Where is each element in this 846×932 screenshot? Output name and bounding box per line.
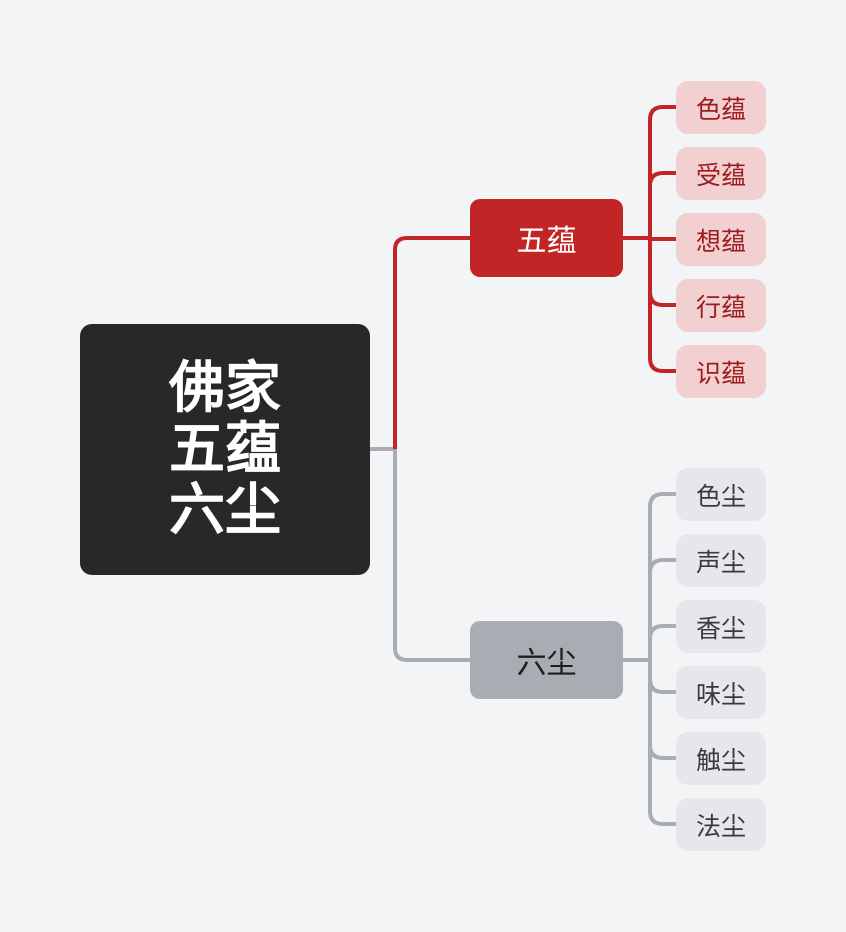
connector-wuyun-child-5 [648, 357, 676, 373]
leaf-label: 想蕴 [695, 226, 746, 256]
leaf-node-weichen[interactable]: 味尘 [676, 666, 766, 719]
root-node[interactable]: 佛家 五蕴 六尘 [80, 324, 370, 575]
connector-liuchen-child-1 [648, 492, 676, 508]
branch-node-liuchen[interactable]: 六尘 [470, 621, 623, 699]
root-line-3: 六尘 [169, 478, 281, 543]
leaf-node-xiangchen[interactable]: 香尘 [676, 600, 766, 653]
leaf-node-sechen[interactable]: 色尘 [676, 468, 766, 521]
leaf-node-chuchen[interactable]: 触尘 [676, 732, 766, 785]
connector-liuchen-child-6 [648, 810, 676, 826]
root-line-1: 佛家 [169, 356, 281, 421]
connector-wuyun-child-4 [648, 291, 676, 307]
leaf-label: 受蕴 [695, 160, 746, 190]
leaf-node-xiangyun[interactable]: 想蕴 [676, 213, 766, 266]
leaf-label: 色尘 [695, 481, 746, 511]
leaf-label: 味尘 [695, 679, 746, 709]
leaf-node-shengchen[interactable]: 声尘 [676, 534, 766, 587]
leaf-label: 触尘 [695, 745, 746, 775]
leaf-node-shiyun[interactable]: 识蕴 [676, 345, 766, 398]
branch-label: 六尘 [516, 646, 577, 681]
leaf-label: 色蕴 [695, 94, 746, 124]
leaf-node-fachen[interactable]: 法尘 [676, 798, 766, 851]
branch-node-wuyun[interactable]: 五蕴 [470, 199, 623, 277]
connector-liuchen-child-2 [648, 558, 676, 574]
connector-liuchen-child-5 [648, 744, 676, 760]
connector-root-to-liuchen [393, 449, 470, 662]
branch-label: 五蕴 [516, 224, 577, 259]
leaf-label: 法尘 [695, 811, 746, 841]
leaf-label: 行蕴 [695, 292, 746, 322]
leaf-node-shouyun[interactable]: 受蕴 [676, 147, 766, 200]
leaf-node-xingyun[interactable]: 行蕴 [676, 279, 766, 332]
connector-wuyun-child-1 [648, 105, 676, 121]
connector-wuyun-child-2 [648, 171, 676, 187]
connector-liuchen-child-4 [648, 678, 676, 694]
leaf-label: 识蕴 [695, 358, 746, 388]
leaf-node-seyun[interactable]: 色蕴 [676, 81, 766, 134]
connector-root-to-wuyun [393, 236, 470, 449]
leaf-label: 香尘 [695, 613, 746, 643]
connector-liuchen-child-3 [648, 624, 676, 640]
leaf-label: 声尘 [695, 547, 746, 577]
root-line-2: 五蕴 [169, 417, 281, 482]
